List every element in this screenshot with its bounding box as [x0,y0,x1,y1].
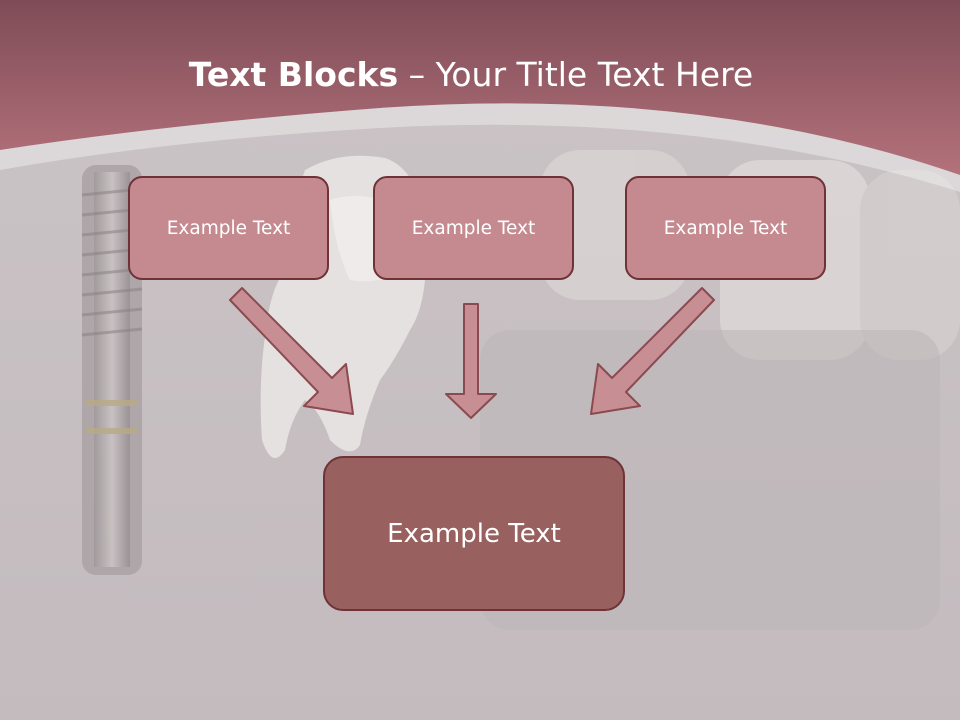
arrow-center-down [445,303,497,419]
text-block-2[interactable]: Example Text [373,176,574,280]
title-separator: – [398,55,436,94]
result-text-block-label: Example Text [387,518,561,549]
header-band [0,0,960,175]
text-block-1-label: Example Text [166,217,291,239]
text-block-1[interactable]: Example Text [128,176,329,280]
result-text-block[interactable]: Example Text [323,456,625,611]
arrow-right-diagonal [590,287,715,415]
text-block-2-label: Example Text [411,217,536,239]
slide-title: Text Blocks – Your Title Text Here [0,52,942,98]
text-block-3[interactable]: Example Text [625,176,826,280]
header-band-sheen [0,103,960,192]
arrow-left-diagonal [229,287,354,415]
text-block-3-label: Example Text [663,217,788,239]
title-rest: Your Title Text Here [435,55,754,94]
title-bold: Text Blocks [188,55,399,94]
